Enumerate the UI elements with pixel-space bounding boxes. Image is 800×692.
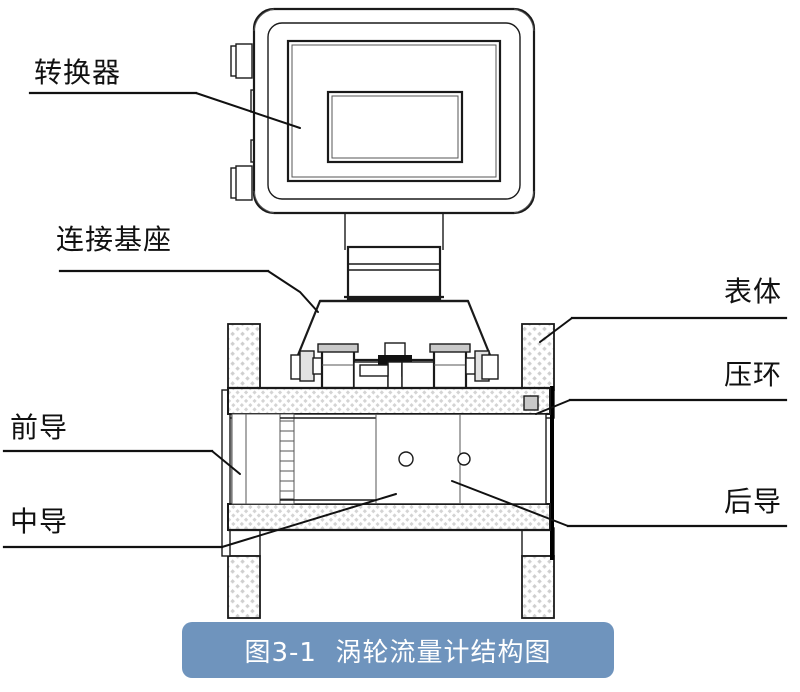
callout-meter-body: 表体 (539, 275, 788, 343)
cable-gland-left-upper (230, 43, 253, 79)
figure-caption-text: 图3-1 涡轮流量计结构图 (244, 637, 552, 668)
pointer-pressure-ring (535, 399, 571, 415)
pickup-left-body (299, 350, 315, 382)
centre-boss-stem (387, 361, 403, 389)
flange-left-face (221, 389, 231, 557)
converter-neck (344, 213, 444, 301)
flange-left-lower-neck (227, 527, 261, 557)
corner-arc-tr (513, 8, 535, 32)
callout-converter: 转换器 (28, 56, 301, 129)
callout-label-meter-body: 表体 (724, 275, 782, 308)
centre-boss-wing-left (359, 364, 389, 377)
bearing-circle-middle (398, 451, 414, 467)
meter-body (221, 323, 555, 619)
sensor-mount-hardware (290, 342, 499, 390)
pointer-front-guide (211, 450, 241, 475)
pressure-ring (523, 395, 539, 411)
callout-label-front-guide: 前导 (10, 411, 68, 444)
callout-layer: 转换器 连接基座 前导 中导 (2, 56, 788, 549)
callout-label-converter: 转换器 (34, 56, 121, 89)
pickup-left-flange (317, 343, 359, 353)
pointer-connection-base (267, 270, 319, 313)
callout-rear-guide: 后导 (451, 480, 788, 528)
bearing-circle-rear (457, 452, 471, 466)
callout-label-rear-guide: 后导 (724, 485, 782, 518)
centre-boss-collar (378, 355, 412, 365)
flange-left-lower (227, 555, 261, 619)
pipe-wall-upper (227, 387, 551, 415)
flange-left-upper (227, 323, 261, 391)
callout-label-pressure-ring: 压环 (724, 358, 782, 391)
pickup-left-barrel (320, 345, 356, 390)
callout-pressure-ring: 压环 (535, 358, 788, 415)
callout-label-connection-base: 连接基座 (56, 223, 172, 256)
converter-assembly (230, 7, 536, 215)
pipe-wall-lower (227, 503, 551, 531)
flange-right-lower-neck (521, 527, 555, 557)
cable-gland-left-lower (230, 165, 253, 201)
callout-middle-guide: 中导 (2, 493, 397, 549)
callout-label-middle-guide: 中导 (10, 505, 68, 538)
corner-arc-tl (253, 8, 275, 32)
pickup-right-cap (481, 354, 499, 380)
centre-boss-top (384, 342, 406, 357)
figure-caption-banner: 图3-1 涡轮流量计结构图 (182, 622, 614, 678)
corner-arc-bl (253, 190, 275, 214)
mount-post-right (401, 361, 437, 389)
callout-connection-base: 连接基座 (56, 223, 319, 313)
pickup-right-flange (429, 343, 471, 353)
front-guide-section (231, 413, 281, 505)
display-window-inner (331, 95, 459, 159)
corner-arc-br (513, 190, 535, 214)
pointer-meter-body (539, 317, 573, 343)
flange-right-lower (521, 555, 555, 619)
pointer-rear-guide (451, 480, 569, 527)
neck-barrel (346, 245, 442, 301)
pointer-middle-guide (221, 493, 397, 548)
callout-front-guide: 前导 (2, 411, 241, 475)
rotor-hub (293, 417, 377, 501)
pointer-converter (195, 92, 301, 129)
pickup-right-barrel (432, 345, 468, 390)
